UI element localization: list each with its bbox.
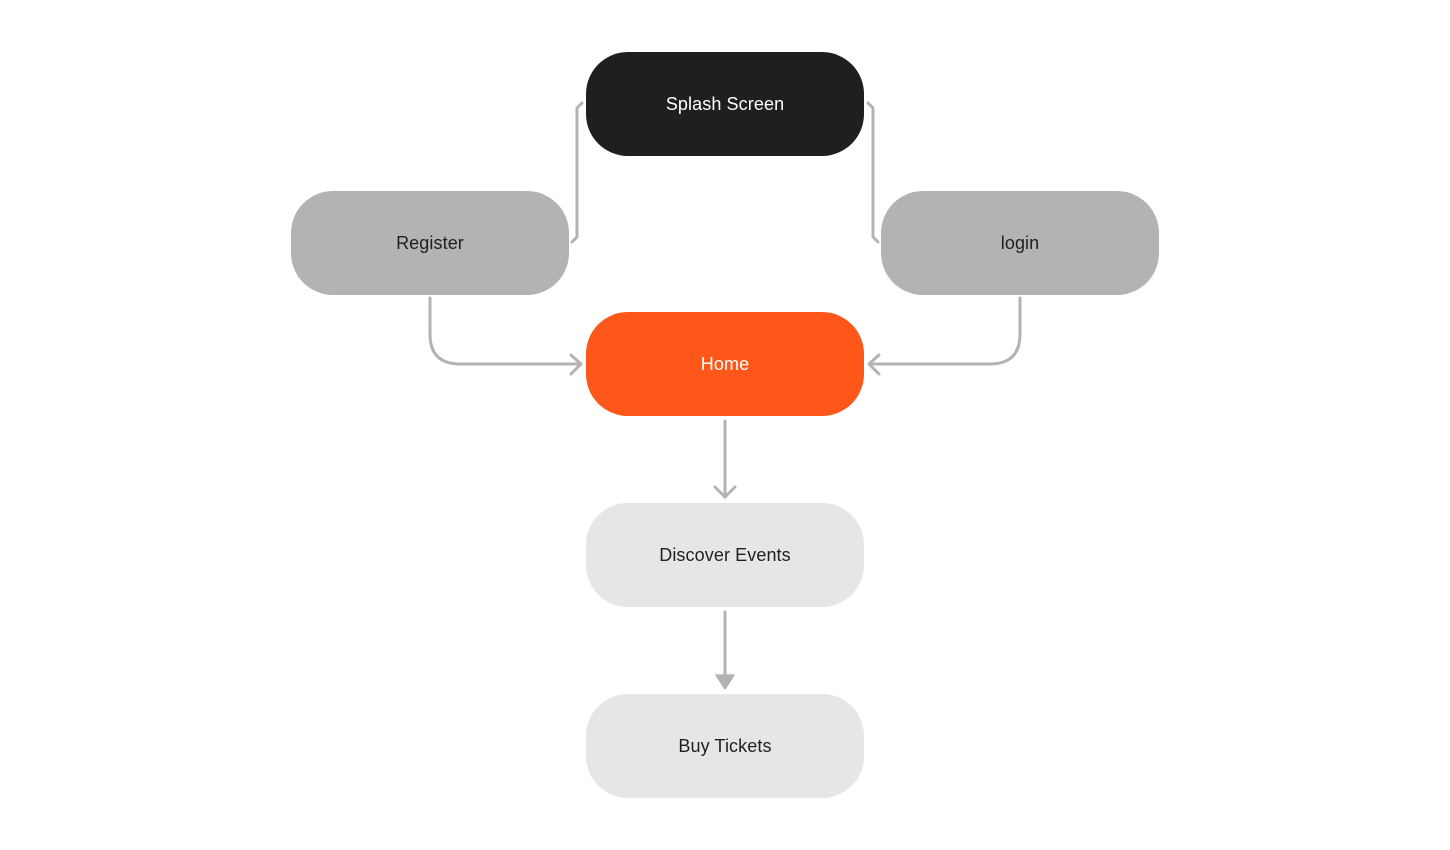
node-discover-events[interactable]: Discover Events	[586, 503, 864, 607]
node-label: Home	[700, 353, 750, 374]
node-login[interactable]: login	[881, 191, 1159, 295]
edge-login-home	[868, 296, 1022, 366]
node-splash-screen[interactable]: Splash Screen	[586, 52, 864, 156]
node-label: Register	[396, 232, 464, 253]
arrowhead-login-home	[867, 353, 881, 376]
edge-splash-register	[570, 101, 584, 244]
node-home[interactable]: Home	[586, 312, 864, 416]
edge-register-home	[428, 296, 582, 366]
node-label: login	[1000, 232, 1040, 253]
node-label: Splash Screen	[665, 93, 785, 114]
node-register[interactable]: Register	[291, 191, 569, 295]
node-buy-tickets[interactable]: Buy Tickets	[586, 694, 864, 798]
arrowhead-discover-buy	[715, 674, 735, 690]
arrowhead-home-discover	[713, 485, 737, 499]
edge-splash-login	[866, 101, 880, 244]
arrowhead-register-home	[569, 353, 583, 376]
node-label: Buy Tickets	[678, 735, 772, 756]
node-label: Discover Events	[659, 544, 791, 565]
